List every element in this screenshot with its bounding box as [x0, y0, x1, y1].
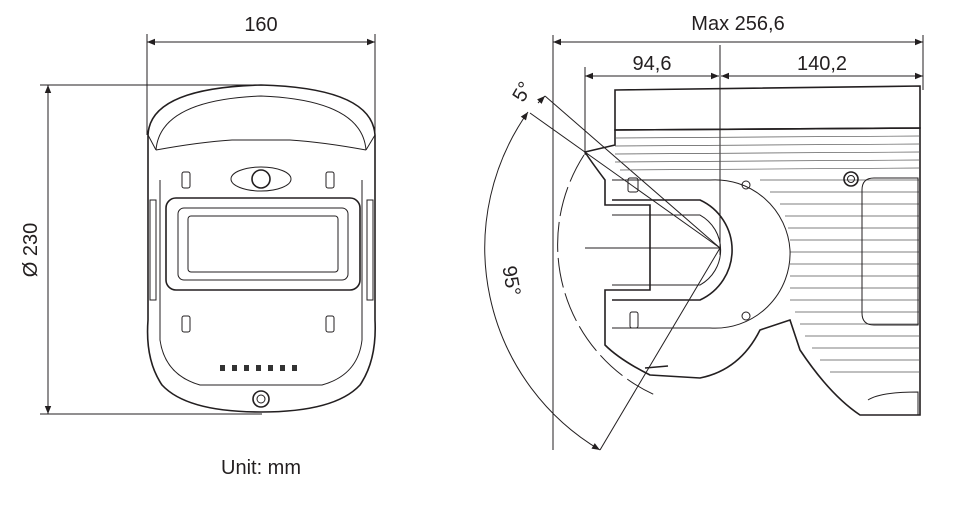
front-view: 160 Ø 230	[20, 14, 377, 415]
front-offset-dimension: 94,6	[585, 53, 719, 80]
screw-icon	[741, 311, 751, 321]
width-label: 160	[244, 14, 277, 36]
front-offset-label: 94,6	[633, 53, 672, 75]
diameter-label: Ø 230	[20, 223, 42, 277]
lens-icon	[230, 166, 292, 192]
tilt-angle-label: 5°	[508, 78, 537, 106]
led-row	[220, 365, 297, 371]
screw-icon	[741, 180, 751, 190]
unit-note: Unit: mm	[221, 457, 301, 479]
front-window	[165, 197, 361, 291]
max-length-label: Max 256,6	[691, 13, 784, 35]
screw-icon	[843, 171, 859, 187]
diameter-dimension: Ø 230	[20, 84, 262, 415]
swing-angle-label: 95°	[497, 264, 524, 298]
side-view: Max 256,6 94,6 140,2 5° 95°	[484, 13, 924, 451]
rear-depth-label: 140,2	[797, 53, 847, 75]
cooling-ribs	[614, 135, 921, 373]
rear-depth-dimension: 140,2	[721, 53, 923, 80]
width-dimension: 160	[146, 14, 376, 135]
max-length-dimension: Max 256,6	[552, 13, 924, 450]
screw-icon	[252, 390, 270, 408]
